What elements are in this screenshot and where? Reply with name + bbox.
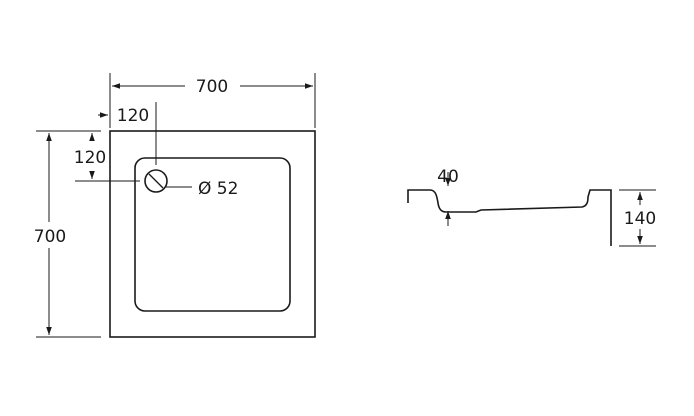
section-depth-label: 40: [437, 167, 459, 187]
width-dimension: 700: [109, 73, 316, 128]
drain-offset-y-dimension: 120: [74, 133, 140, 182]
plan-view: 700 120 120 700 Ø 52: [28, 73, 316, 338]
drain-offset-x-label: 120: [117, 106, 149, 126]
tray-outer-outline: [109, 130, 316, 338]
height-label: 700: [34, 227, 66, 247]
drain-icon: [144, 169, 168, 193]
tray-inner-basin: [134, 157, 291, 312]
width-label: 700: [196, 77, 228, 97]
section-view: 40 140: [407, 167, 656, 247]
section-height-dimension: 140: [619, 189, 656, 247]
drain-diameter-label: Ø 52: [198, 179, 238, 199]
tray-section-profile: [407, 189, 612, 246]
section-height-label: 140: [624, 209, 656, 229]
drain-offset-y-label: 120: [74, 148, 106, 168]
drain-diameter-callout: Ø 52: [166, 179, 238, 199]
height-dimension: 700: [28, 130, 101, 338]
section-depth-dimension: 40: [437, 167, 459, 226]
drain-offset-x-dimension: 120: [98, 102, 157, 165]
